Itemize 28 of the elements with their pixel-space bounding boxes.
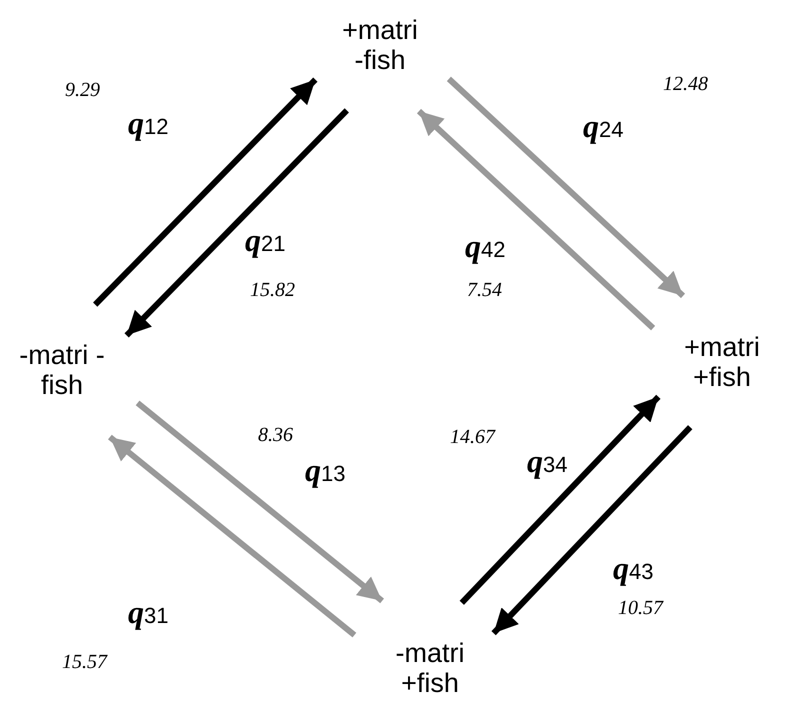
arrow [460, 394, 661, 605]
edge-label: q21 [245, 222, 286, 260]
edge-label: q24 [583, 108, 624, 146]
rate-value: 12.48 [663, 72, 708, 96]
edge-label: q31 [128, 594, 168, 632]
edge-label: q34 [527, 443, 568, 481]
state-label: +matri -fish [341, 15, 419, 75]
edge-label: q12 [128, 105, 168, 143]
rate-value: 10.57 [618, 596, 663, 620]
rate-value: 15.82 [250, 278, 295, 302]
arrow [491, 425, 692, 636]
state-label: -matri +fish [394, 638, 466, 698]
arrow [416, 108, 656, 330]
arrow [93, 78, 318, 307]
rate-value: 9.29 [65, 78, 100, 102]
edge-label: q43 [613, 550, 654, 588]
edge-label: q42 [465, 228, 506, 266]
arrow [124, 108, 349, 338]
arrow [446, 76, 686, 298]
rate-value: 7.54 [467, 278, 502, 302]
arrow [136, 400, 384, 604]
state-label: +matri +fish [683, 332, 761, 392]
arrow [108, 434, 356, 638]
rate-value: 14.67 [450, 425, 495, 449]
rate-value: 8.36 [258, 423, 293, 447]
state-label: -matri -fish [19, 340, 105, 400]
edge-label: q13 [305, 452, 346, 490]
rate-value: 15.57 [62, 650, 107, 674]
